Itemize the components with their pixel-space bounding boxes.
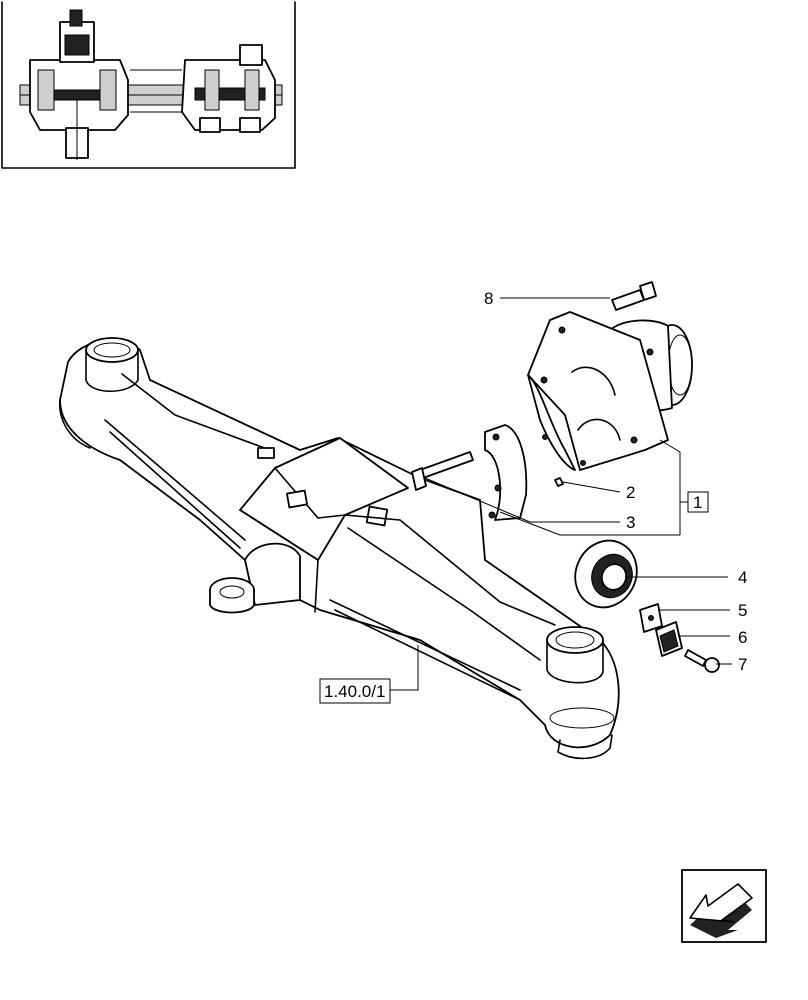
axle-housing xyxy=(59,337,620,760)
callout-group-1: 1 xyxy=(687,491,709,513)
callout-4: 4 xyxy=(738,568,747,587)
part-4-splined-ring xyxy=(574,539,638,609)
reference-label: 1.40.0/1 xyxy=(324,682,385,701)
callout-7: 7 xyxy=(738,655,747,674)
callout-6: 6 xyxy=(738,628,747,647)
callout-group-1-label: 1 xyxy=(693,493,702,512)
part-8-bolt xyxy=(611,281,657,311)
axle-assembly-thumbnail xyxy=(19,9,283,160)
callout-3: 3 xyxy=(626,513,635,532)
callout-2: 2 xyxy=(626,483,635,502)
reference-link-1-40-0-1[interactable]: 1.40.0/1 xyxy=(319,678,391,704)
thumbnail-panel xyxy=(1,1,296,169)
arrow-down-left-icon[interactable] xyxy=(681,869,767,943)
part-6-plate xyxy=(655,621,683,657)
part-2-pin xyxy=(554,477,564,487)
leader-lines xyxy=(390,297,732,691)
callout-8: 8 xyxy=(484,289,493,308)
part-5-plate xyxy=(639,603,663,633)
part-7-screw xyxy=(684,649,720,673)
part-3-clamp xyxy=(411,424,528,521)
part-1-support-bracket xyxy=(527,311,693,471)
callout-5: 5 xyxy=(738,601,747,620)
